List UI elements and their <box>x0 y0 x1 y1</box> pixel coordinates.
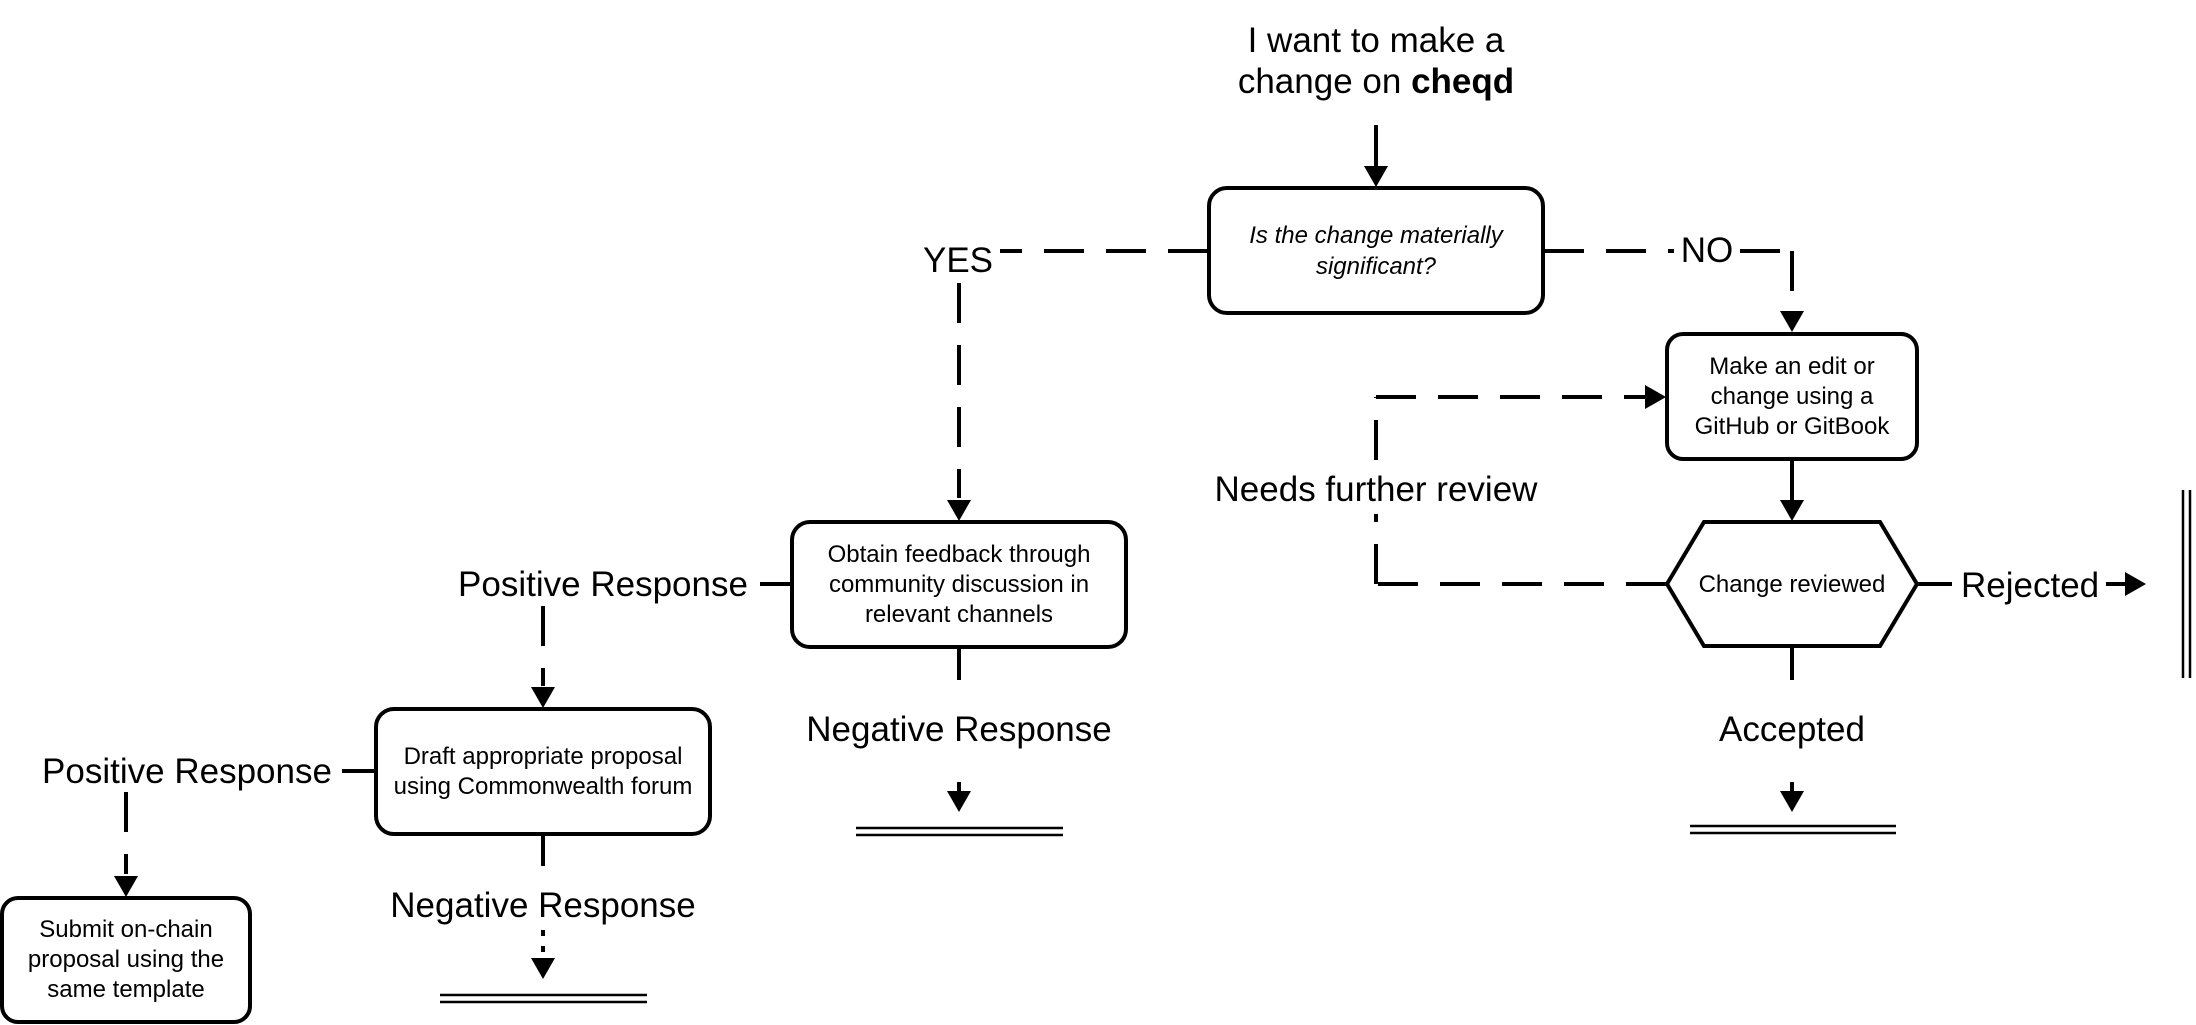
positive-label-2: Positive Response <box>42 752 332 791</box>
draft-box <box>374 707 712 836</box>
needs-review-label: Needs further review <box>1215 470 1539 509</box>
review-hexagon <box>1664 520 1920 648</box>
feedback-text-line2: community discussion in <box>829 571 1089 598</box>
yes-arrowhead <box>947 500 971 521</box>
draft-positive-arrowhead <box>114 876 138 897</box>
feedback-positive-arrowhead <box>531 687 555 708</box>
no-label: NO <box>1681 231 1734 270</box>
submit-text-line1: Submit on-chain <box>39 916 212 943</box>
draft-negative-arrowhead <box>531 958 555 979</box>
review-text: Change reviewed <box>1699 571 1886 598</box>
yes-label: YES <box>923 241 993 280</box>
brand-name: cheqd <box>1411 62 1514 101</box>
draft-text-line1: Draft appropriate proposal <box>404 743 683 770</box>
start-text-line1: I want to make a <box>1248 21 1505 60</box>
edit-box <box>1665 332 1919 461</box>
no-arrowhead <box>1780 311 1804 332</box>
feedback-text-line3: relevant channels <box>865 601 1053 628</box>
start-text-prefix: change on <box>1238 62 1411 101</box>
rejected-arrowhead <box>2125 572 2146 596</box>
negative-label-1: Negative Response <box>806 710 1111 749</box>
submit-text-line3: same template <box>47 976 204 1003</box>
edit-review-arrowhead <box>1780 500 1804 521</box>
positive-label-1: Positive Response <box>458 565 748 604</box>
review-loop-arrowhead <box>1645 385 1666 409</box>
edit-text-line3: GitHub or GitBook <box>1695 413 1891 440</box>
submit-text-line2: proposal using the <box>28 946 224 973</box>
accepted-label: Accepted <box>1719 710 1865 749</box>
decision-text-line1: Is the change materially <box>1249 222 1504 249</box>
feedback-box <box>790 520 1128 649</box>
accepted-arrowhead <box>1780 791 1804 812</box>
feedback-negative-arrowhead <box>947 791 971 812</box>
start-arrowhead <box>1364 166 1388 187</box>
decision-box <box>1207 186 1545 315</box>
edit-text-line2: change using a <box>1711 383 1874 410</box>
start-text-line2: change on cheqd <box>1238 62 1514 101</box>
decision-text-line2: significant? <box>1316 253 1437 280</box>
edit-text-line1: Make an edit or <box>1709 353 1874 380</box>
negative-label-2: Negative Response <box>390 886 695 925</box>
rejected-label: Rejected <box>1961 566 2099 605</box>
feedback-text-line1: Obtain feedback through <box>828 541 1091 568</box>
needs-review-label-bg <box>1206 466 1546 514</box>
submit-box <box>0 896 252 1024</box>
draft-text-line2: using Commonwealth forum <box>394 773 693 800</box>
